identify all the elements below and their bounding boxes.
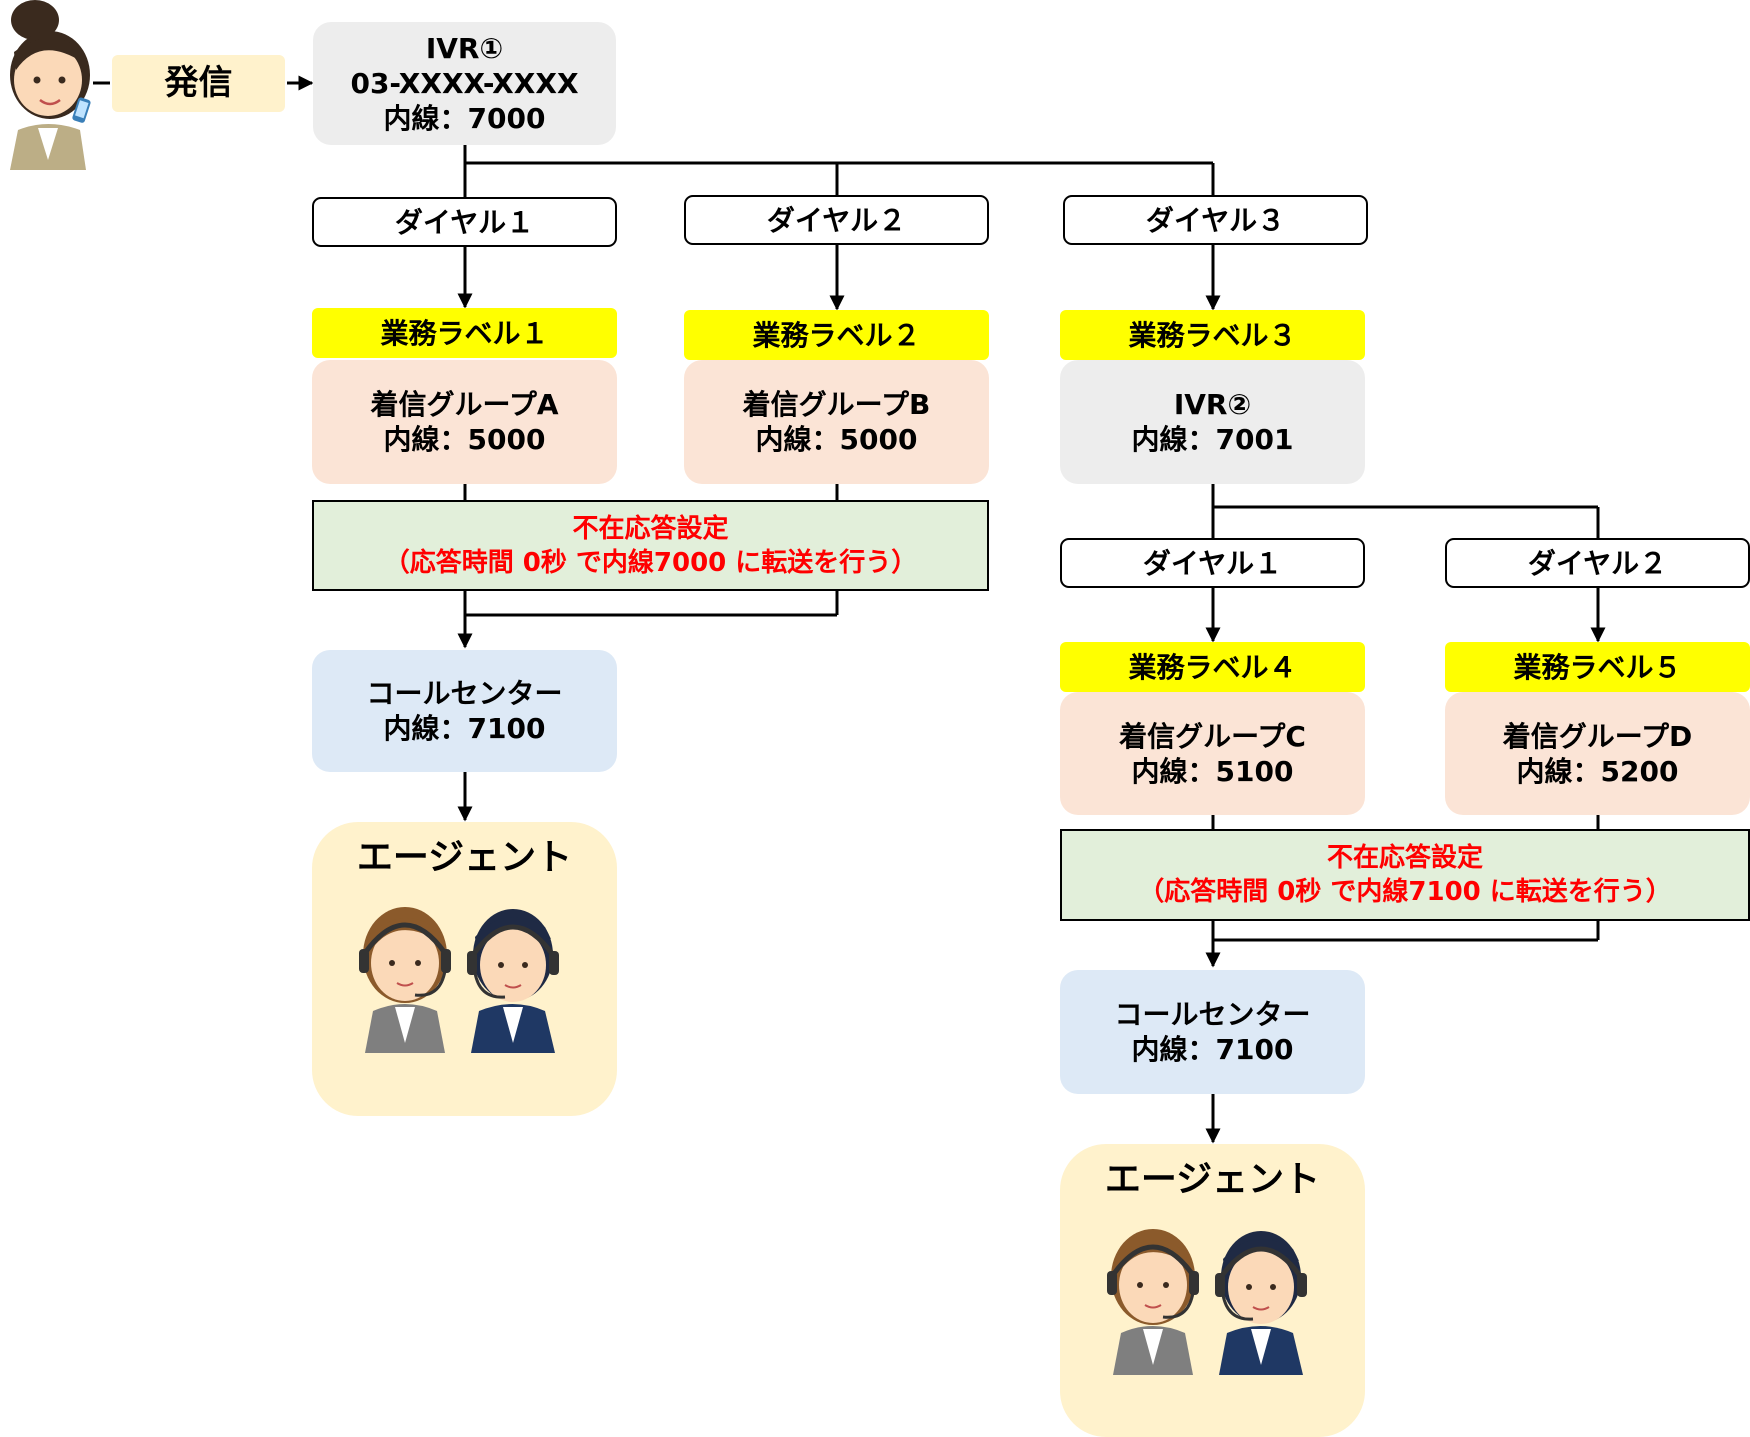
callcenter-left-extension: 内線：7100	[383, 712, 546, 745]
sub-dial-1-node: ダイヤル１	[1060, 538, 1365, 588]
dial-1-label: ダイヤル１	[394, 205, 535, 239]
business-label-5: 業務ラベル５	[1445, 642, 1750, 692]
absence-right-detail: （応答時間 0秒 で内線7100 に転送を行う）	[1138, 877, 1672, 907]
absence-left-title: 不在応答設定	[572, 513, 729, 544]
absence-setting-right: 不在応答設定 （応答時間 0秒 で内線7100 に転送を行う）	[1060, 829, 1750, 921]
call-label: 発信	[112, 55, 285, 112]
sub-dial-2-label: ダイヤル２	[1527, 546, 1668, 580]
absence-setting-left: 不在応答設定 （応答時間 0秒 で内線7000 に転送を行う）	[312, 500, 989, 591]
group-c-name: 着信グループC	[1119, 719, 1306, 753]
business-label-1: 業務ラベル１	[312, 308, 617, 358]
ivr1-number: 03-XXXX-XXXX	[350, 67, 579, 100]
business-label-3: 業務ラベル３	[1060, 310, 1365, 360]
business-label-2: 業務ラベル２	[684, 310, 989, 360]
ivr2-name: IVR②	[1173, 388, 1252, 421]
ivr1-name: IVR①	[425, 32, 504, 65]
ivr2-node: IVR② 内線：7001	[1060, 360, 1365, 484]
incoming-group-a: 着信グループA 内線：5000	[312, 360, 617, 484]
agent-right-label: エージェント	[1104, 1159, 1321, 1200]
call-label-text: 発信	[164, 63, 233, 103]
dial-3-node: ダイヤル３	[1063, 195, 1368, 245]
group-d-extension: 内線：5200	[1516, 754, 1679, 788]
group-b-extension: 内線：5000	[755, 423, 918, 456]
group-c-extension: 内線：5100	[1131, 754, 1294, 788]
absence-left-detail: （応答時間 0秒 で内線7000 に転送を行う）	[383, 547, 918, 578]
business-label-2-text: 業務ラベル２	[752, 318, 921, 352]
callcenter-right-extension: 内線：7100	[1131, 1033, 1294, 1066]
group-a-name: 着信グループA	[370, 388, 559, 421]
ivr1-node: IVR① 03-XXXX-XXXX 内線：7000	[313, 22, 616, 145]
callcenter-left: コールセンター 内線：7100	[312, 650, 617, 772]
sub-dial-2-node: ダイヤル２	[1445, 538, 1750, 588]
agents-headset-icon	[1106, 1229, 1307, 1375]
incoming-group-d: 着信グループD 内線：5200	[1445, 692, 1750, 815]
callcenter-right: コールセンター 内線：7100	[1060, 970, 1365, 1094]
agent-left: エージェント	[312, 822, 617, 1116]
dial-3-label: ダイヤル３	[1145, 203, 1286, 237]
sub-dial-1-label: ダイヤル１	[1142, 546, 1283, 580]
dial-1-node: ダイヤル１	[312, 197, 617, 247]
group-d-name: 着信グループD	[1502, 719, 1693, 753]
ivr1-extension: 内線：7000	[383, 102, 546, 135]
group-b-name: 着信グループB	[742, 388, 931, 421]
incoming-group-b: 着信グループB 内線：5000	[684, 360, 989, 484]
ivr2-extension: 内線：7001	[1131, 423, 1294, 456]
agent-left-label: エージェント	[356, 837, 573, 878]
absence-right-title: 不在応答設定	[1326, 843, 1483, 873]
business-label-4-text: 業務ラベル４	[1128, 650, 1297, 684]
agent-right: エージェント	[1060, 1144, 1365, 1437]
group-a-extension: 内線：5000	[383, 423, 546, 456]
callcenter-right-name: コールセンター	[1114, 998, 1311, 1031]
business-label-3-text: 業務ラベル３	[1128, 318, 1297, 352]
business-label-1-text: 業務ラベル１	[380, 316, 549, 350]
caller-person-icon	[10, 0, 91, 170]
callcenter-left-name: コールセンター	[366, 677, 563, 710]
dial-2-label: ダイヤル２	[766, 203, 907, 237]
business-label-5-text: 業務ラベル５	[1513, 650, 1682, 684]
dial-2-node: ダイヤル２	[684, 195, 989, 245]
agents-headset-icon	[358, 907, 559, 1053]
incoming-group-c: 着信グループC 内線：5100	[1060, 692, 1365, 815]
business-label-4: 業務ラベル４	[1060, 642, 1365, 692]
